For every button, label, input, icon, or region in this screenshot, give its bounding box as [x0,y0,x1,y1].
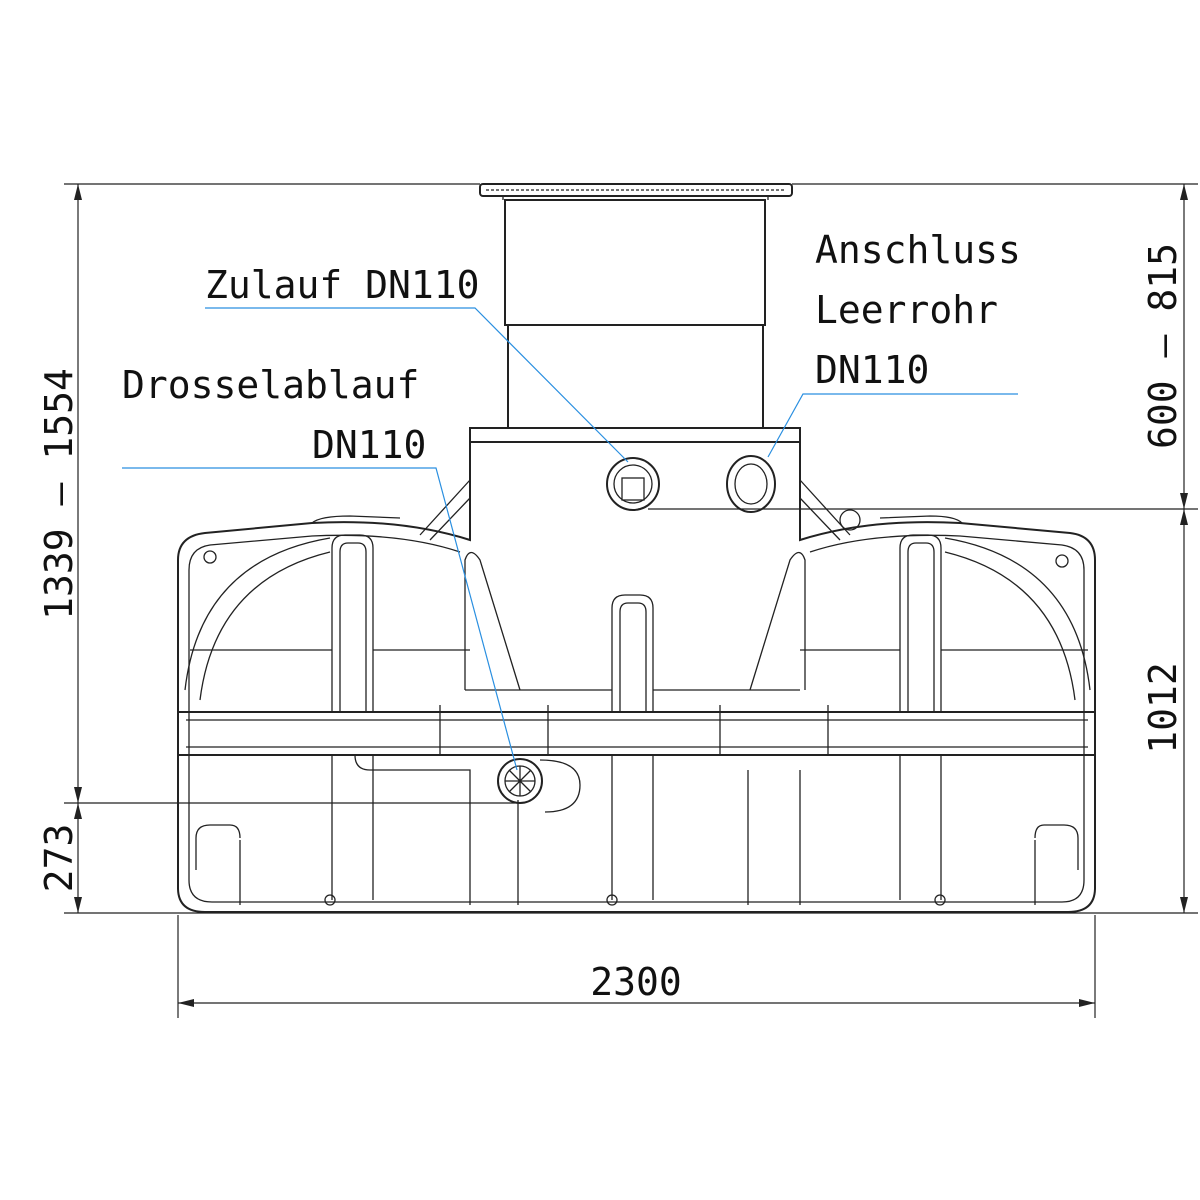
dim-width: 2300 [178,960,1095,1007]
tank-ribs-upper [190,534,1088,712]
label-anschluss-line1: Anschluss [815,228,1021,272]
dim-total-height: 1339 – 1554 [37,184,82,803]
tank-ribs-lower [195,754,1079,905]
label-zulauf-text: Zulauf DN110 [205,263,480,307]
dim-shaft-height-text: 600 – 815 [1141,243,1185,449]
tank-middle-band [178,705,1095,756]
leader-zulauf [205,307,629,463]
shaft [469,183,801,443]
leader-drossel [122,467,518,771]
label-anschluss-line3: DN110 [815,348,929,392]
throttle-outlet [497,758,581,813]
leader-anschluss [767,393,1018,458]
dim-total-height-text: 1339 – 1554 [37,368,81,620]
label-drossel-line2: DN110 [312,423,426,467]
label-anschluss-line2: Leerrohr [815,288,998,332]
dim-tank-height-text: 1012 [1141,662,1185,754]
extension-lines [64,183,1198,1018]
dim-width-text: 2300 [590,960,682,1004]
label-drossel-line1: Drosselablauf [122,363,419,407]
conduit-socket [726,455,776,513]
dim-shaft-height: 600 – 815 [1141,184,1188,509]
inlet-socket [606,457,660,511]
label-anschluss: Anschluss Leerrohr DN110 [767,228,1021,458]
dim-tank-height: 1012 [1141,509,1188,913]
dim-outlet-height-text: 273 [37,824,81,893]
label-zulauf: Zulauf DN110 [205,263,629,463]
dim-outlet-height: 273 [37,803,82,913]
tank-struts [419,479,851,691]
label-drossel: Drosselablauf DN110 [122,363,518,771]
